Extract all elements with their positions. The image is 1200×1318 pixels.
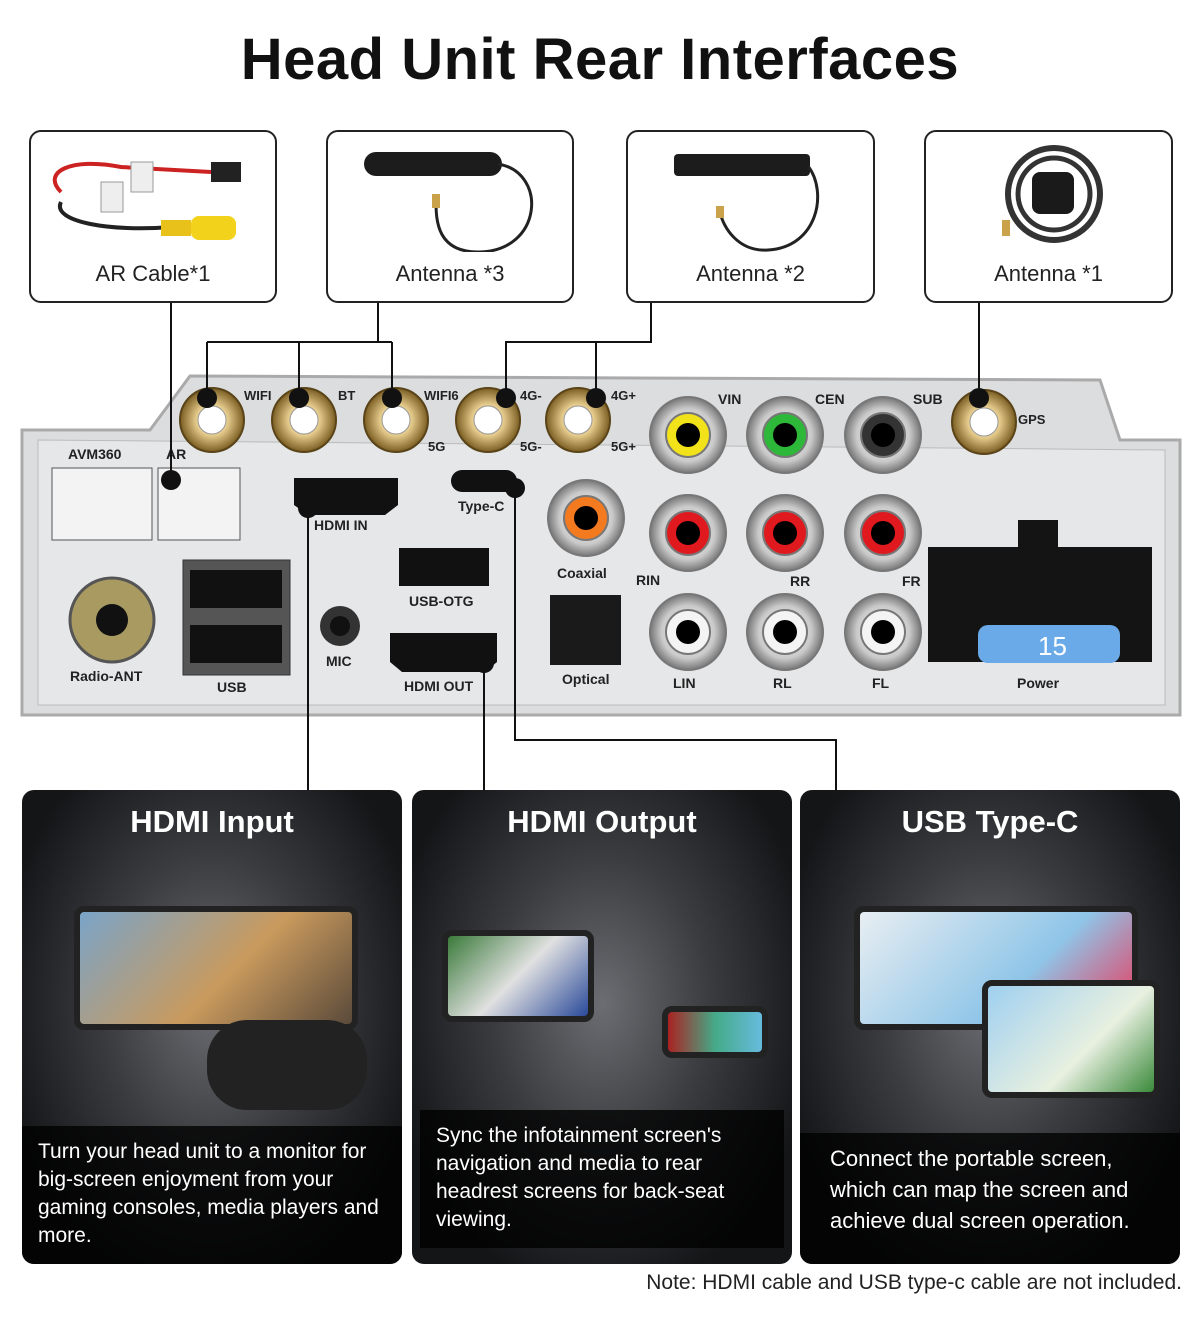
port-label-power: Power (1017, 675, 1060, 691)
accessory-antenna-1: Antenna *1 (924, 130, 1173, 303)
page-title: Head Unit Rear Interfaces (240, 27, 960, 92)
fuse-value: 15 (1038, 631, 1067, 661)
4g-antenna-icon (674, 154, 820, 252)
port-label-rl: RL (773, 675, 792, 691)
card-usb-type-c: USB Type-C Connect the portable screen, … (800, 790, 1180, 1264)
antenna-ports (179, 387, 1017, 455)
card-title: HDMI Input (130, 804, 294, 839)
card-title: USB Type-C (901, 804, 1079, 839)
port-label-hdmi-in: HDMI IN (314, 517, 368, 533)
port-label-coaxial: Coaxial (557, 565, 607, 581)
accessory-antenna-3: Antenna *3 (326, 130, 574, 303)
port-label-avm360: AVM360 (68, 446, 122, 462)
port-label-sub: SUB (913, 391, 943, 407)
gamepad-icon (207, 1020, 367, 1110)
card-description: Sync the infotainment screen's navigatio… (420, 1110, 784, 1248)
port-label-wifi: WIFI (244, 388, 271, 403)
port-label-gps: GPS (1018, 412, 1046, 427)
headrest-screen-image (442, 930, 594, 1022)
accessory-antenna-2: Antenna *2 (626, 130, 875, 303)
ar-cable-icon (52, 161, 241, 240)
port-label-rin: RIN (636, 572, 660, 588)
port-label-optical: Optical (562, 671, 609, 687)
port-label-vin: VIN (718, 391, 741, 407)
accessory-label: AR Cable*1 (95, 261, 211, 286)
port-label-mic: MIC (326, 653, 352, 669)
port-label-wifi6: WIFI6 (424, 388, 459, 403)
accessory-label: Antenna *3 (395, 261, 505, 286)
port-label-5g-plus: 5G+ (611, 439, 636, 454)
port-label-lin: LIN (673, 675, 696, 691)
port-label-radio-ant: Radio-ANT (70, 668, 143, 684)
port-label-4g-minus: 4G- (520, 388, 542, 403)
card-hdmi-output: HDMI Output Sync the infotainment screen… (412, 790, 792, 1264)
misc-connectors: 15 (51, 467, 1152, 676)
rca-ports (547, 396, 922, 671)
accessory-ar-cable: AR Cable*1 (29, 130, 277, 303)
dash-screen-image (662, 1006, 768, 1058)
card-title: HDMI Output (507, 804, 697, 839)
port-label-fl: FL (872, 675, 890, 691)
port-label-ar: AR (166, 446, 186, 462)
leader-dots (161, 388, 989, 673)
card-description: Connect the portable screen, which can m… (800, 1133, 1180, 1264)
accessory-label: Antenna *2 (696, 261, 805, 286)
port-label-rr: RR (790, 573, 810, 589)
card-description: Turn your head unit to a monitor for big… (22, 1126, 402, 1264)
port-label-4g-plus: 4G+ (611, 388, 636, 403)
port-label-usb-otg: USB-OTG (409, 593, 474, 609)
port-label-usb: USB (217, 679, 247, 695)
port-label-bt: BT (338, 388, 355, 403)
port-label-fr: FR (902, 573, 921, 589)
footnote: Note: HDMI cable and USB type-c cable ar… (646, 1271, 1182, 1294)
tablet-image (982, 980, 1160, 1098)
port-label-hdmi-out: HDMI OUT (404, 678, 474, 694)
rear-panel-diagram: WIFI BT WIFI6 5G 4G- 5G- 4G+ 5G+ GPS VIN… (20, 303, 1182, 790)
card-hdmi-input: HDMI Input Turn your head unit to a moni… (22, 790, 402, 1264)
port-label-5g: 5G (428, 439, 445, 454)
gps-antenna-icon (1002, 145, 1103, 243)
accessory-label: Antenna *1 (994, 261, 1103, 286)
port-label-5g-minus: 5G- (520, 439, 542, 454)
game-screen-image (74, 906, 358, 1030)
port-label-type-c: Type-C (458, 498, 504, 514)
antenna-icon (364, 152, 534, 252)
port-label-cen: CEN (815, 391, 845, 407)
